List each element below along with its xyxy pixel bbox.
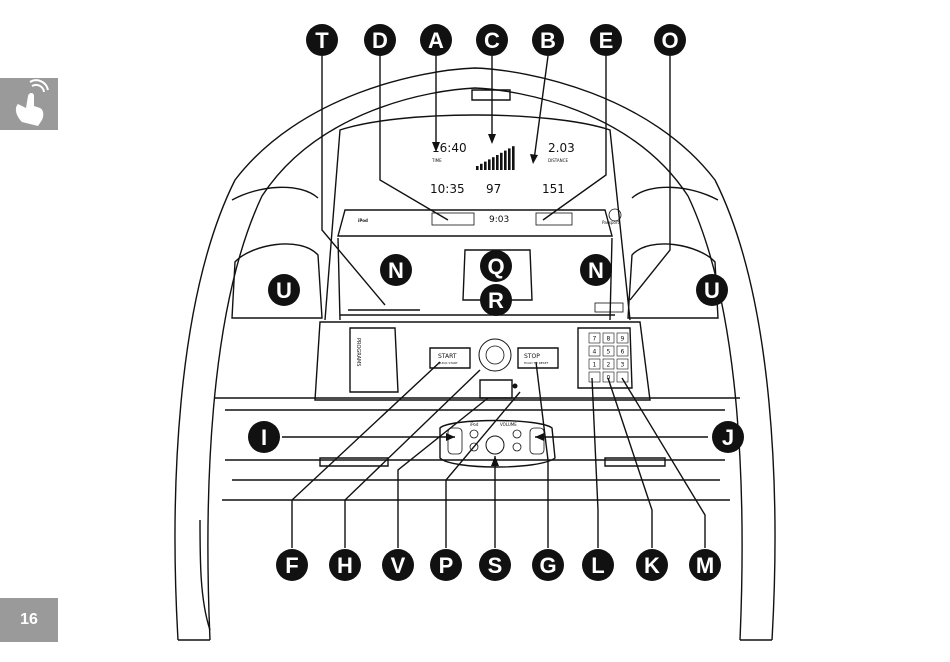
volume-down-button[interactable]: [513, 443, 521, 451]
frame-outline: [175, 68, 775, 640]
callout-letter: J: [722, 425, 734, 450]
callout-letter: I: [261, 425, 267, 450]
ipod-prev-button[interactable]: [470, 430, 478, 438]
callout-s: S: [479, 549, 511, 581]
callout-letter: G: [539, 553, 556, 578]
speed-incline-dial[interactable]: [479, 339, 511, 371]
callout-letter: T: [315, 28, 329, 53]
callout-h: H: [329, 549, 361, 581]
callout-letter: K: [644, 553, 660, 578]
profile-bar: [508, 148, 511, 170]
keypad-key-label: 4: [593, 349, 597, 356]
program-profile-bars: [476, 146, 515, 170]
callout-d: D: [364, 24, 396, 56]
volume-label: VOLUME: [500, 422, 517, 427]
profile-bar: [476, 166, 479, 170]
profile-bar: [496, 155, 499, 170]
callout-n: N: [580, 254, 612, 286]
distance-label: DISTANCE: [548, 158, 568, 163]
speed-rocker-right[interactable]: [530, 428, 544, 454]
profile-bar: [492, 157, 495, 170]
incline-rocker-left[interactable]: [448, 428, 462, 454]
profile-bar: [504, 151, 507, 170]
callout-letter: B: [540, 28, 556, 53]
callout-e: E: [590, 24, 622, 56]
callout-letter: A: [428, 28, 444, 53]
callout-t: T: [306, 24, 338, 56]
callout-letter: C: [484, 28, 500, 53]
keypad-key-label: 3: [621, 362, 625, 369]
callout-letter: U: [276, 278, 292, 303]
callout-letter: N: [388, 258, 404, 283]
callout-i: I: [248, 421, 280, 453]
center-readout: 9:03: [489, 215, 509, 225]
keypad-key-label: 9: [621, 336, 625, 343]
usb-port: [595, 303, 623, 312]
profile-bar: [488, 159, 491, 170]
callout-letter: D: [372, 28, 388, 53]
callout-u: U: [268, 274, 300, 306]
programs-label: PROGRAMS: [355, 338, 361, 366]
callout-b: B: [532, 24, 564, 56]
callout-letter: M: [696, 553, 714, 578]
headphone-jack: [513, 384, 518, 389]
console-controls: START QUICK START STOP HOLD TO RESET PRO…: [355, 303, 628, 454]
ipod-brand: iPod: [358, 218, 368, 223]
callout-r: R: [480, 284, 512, 316]
keypad-key[interactable]: [589, 372, 600, 382]
callout-c: C: [476, 24, 508, 56]
keypad-key[interactable]: [617, 372, 628, 382]
callout-m: M: [689, 549, 721, 581]
callout-a: A: [420, 24, 452, 56]
callout-p: P: [430, 549, 462, 581]
pace-readout: 10:35: [430, 182, 465, 196]
keypad-key-label: 6: [621, 349, 625, 356]
keypad-key-label: 7: [593, 336, 597, 343]
callout-n: N: [380, 254, 412, 286]
callout-letter: U: [704, 278, 720, 303]
callout-letter: N: [588, 258, 604, 283]
ipod-play-button[interactable]: [486, 436, 504, 454]
keypad-key-label: 5: [607, 349, 611, 356]
heart-rate-readout: 151: [542, 182, 565, 196]
keypad-key-label: 1: [593, 362, 597, 369]
callout-letter: R: [488, 288, 504, 313]
calories-readout: 97: [486, 182, 501, 196]
callout-o: O: [654, 24, 686, 56]
callout-letter: Q: [487, 254, 504, 279]
stop-button[interactable]: [518, 348, 558, 368]
distance-readout: 2.03: [548, 141, 575, 155]
profile-bar: [512, 146, 515, 170]
ipod-control-label: iPod: [470, 422, 479, 427]
callout-letter: V: [391, 553, 406, 578]
change-display-button[interactable]: [536, 213, 572, 225]
profile-bar: [480, 164, 483, 170]
volume-up-button[interactable]: [513, 430, 521, 438]
callout-u: U: [696, 274, 728, 306]
callout-letter: L: [591, 553, 604, 578]
keypad-key-label: 8: [607, 336, 611, 343]
callout-letter: O: [661, 28, 678, 53]
callout-letter: E: [599, 28, 614, 53]
callout-g: G: [532, 549, 564, 581]
callout-q: Q: [480, 250, 512, 282]
keypad-key-label: 2: [607, 362, 611, 369]
profile-bar: [484, 162, 487, 170]
callout-letter: S: [488, 553, 503, 578]
profile-bar: [500, 153, 503, 170]
time-label: TIME: [431, 158, 442, 163]
callout-letter: P: [439, 553, 454, 578]
lcd-display: 16:40 TIME 2.03 DISTANCE 10:35 97 151 9:…: [358, 141, 621, 225]
callout-letter: H: [337, 553, 353, 578]
callout-letter: F: [285, 553, 298, 578]
callout-j: J: [712, 421, 744, 453]
callout-l: L: [582, 549, 614, 581]
callout-k: K: [636, 549, 668, 581]
dial-center[interactable]: [486, 346, 504, 364]
callout-f: F: [276, 549, 308, 581]
callout-v: V: [382, 549, 414, 581]
